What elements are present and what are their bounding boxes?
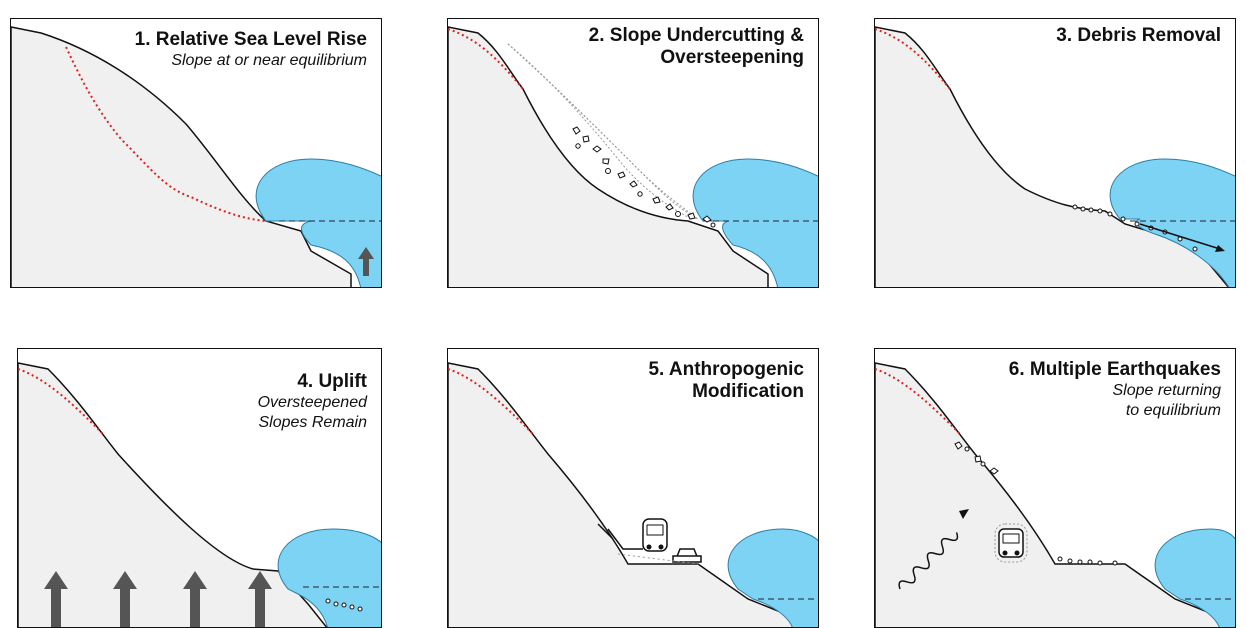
panel-4-subtitle: Oversteepened bbox=[257, 394, 367, 411]
panel-3-debris-removal: 3. Debris Removal bbox=[874, 18, 1236, 288]
rubble-icon bbox=[325, 598, 363, 612]
wave-icon bbox=[727, 528, 818, 627]
up-arrow-icon bbox=[358, 247, 374, 276]
panel-1-title-block: 1. Relative Sea Level Rise Slope at or n… bbox=[135, 29, 367, 71]
panel-2-title-line2: Oversteepening bbox=[660, 47, 804, 68]
ground-slope bbox=[875, 26, 1230, 287]
panel-6-multiple-earthquakes: 6. Multiple Earthquakes Slope returning … bbox=[874, 348, 1236, 628]
retaining-wall-icon bbox=[597, 523, 643, 550]
panel-6-title: 6. Multiple Earthquakes bbox=[1008, 359, 1221, 380]
rubble-icon bbox=[954, 441, 1118, 566]
panel-6-title-block: 6. Multiple Earthquakes Slope returning … bbox=[1009, 359, 1221, 421]
ground-slope bbox=[448, 26, 769, 287]
panel-3-diagram bbox=[875, 26, 1235, 287]
panel-4-diagram bbox=[18, 362, 381, 627]
panel-2-undercutting: 2. Slope Undercutting & Oversteepening bbox=[447, 18, 819, 288]
train-icon bbox=[642, 518, 668, 552]
road-line bbox=[617, 553, 699, 565]
panel-4-uplift: 4. Uplift Oversteepened Slopes Remain bbox=[17, 348, 382, 628]
panel-1-title: 1. Relative Sea Level Rise bbox=[134, 29, 367, 50]
wave-icon bbox=[255, 158, 381, 287]
ground-slope bbox=[448, 362, 818, 627]
panel-5-diagram bbox=[448, 362, 818, 627]
panel-1-subtitle: Slope at or near equilibrium bbox=[171, 52, 367, 69]
panel-6-subtitle: Slope returning bbox=[1112, 382, 1221, 399]
panel-4-title: 4. Uplift bbox=[297, 371, 367, 392]
original-slope-line bbox=[448, 368, 534, 435]
original-slope-line bbox=[448, 28, 524, 90]
panel-5-title-block: 5. Anthropogenic Modification bbox=[648, 359, 804, 403]
panel-6-diagram bbox=[875, 362, 1235, 627]
wave-icon bbox=[1154, 528, 1235, 627]
original-slope-line bbox=[65, 46, 267, 222]
panel-1-sea-level-rise: 1. Relative Sea Level Rise Slope at or n… bbox=[10, 18, 382, 288]
ground-slope bbox=[18, 362, 328, 627]
train-icon bbox=[994, 523, 1028, 563]
panel-4-title-block: 4. Uplift Oversteepened Slopes Remain bbox=[258, 371, 367, 433]
up-arrow-icon bbox=[44, 571, 272, 627]
original-slope-line bbox=[875, 28, 951, 90]
former-slope-lines bbox=[507, 43, 699, 220]
panel-3-title: 3. Debris Removal bbox=[1056, 25, 1221, 46]
ground-slope bbox=[875, 362, 1235, 627]
original-slope-line bbox=[18, 368, 104, 435]
panel-2-title-block: 2. Slope Undercutting & Oversteepening bbox=[589, 25, 804, 69]
panel-3-title-block: 3. Debris Removal bbox=[1056, 25, 1221, 47]
panel-1-diagram bbox=[11, 26, 381, 287]
arrow-icon bbox=[1139, 223, 1225, 252]
wave-icon bbox=[277, 528, 381, 627]
rubble-icon bbox=[572, 126, 716, 228]
panel-6-subtitle-line2: to equilibrium bbox=[1125, 402, 1221, 419]
wave-icon bbox=[692, 158, 818, 287]
car-icon bbox=[672, 548, 702, 563]
panel-5-title-line2: Modification bbox=[692, 381, 804, 402]
panel-2-title: 2. Slope Undercutting & bbox=[588, 25, 804, 46]
panel-2-diagram bbox=[448, 26, 818, 287]
panel-4-subtitle-line2: Slopes Remain bbox=[258, 414, 368, 431]
panel-5-title: 5. Anthropogenic bbox=[648, 359, 804, 380]
original-slope-line bbox=[875, 368, 961, 435]
seismic-wave-icon bbox=[898, 509, 969, 590]
panel-5-anthropogenic: 5. Anthropogenic Modification bbox=[447, 348, 819, 628]
wave-icon bbox=[1109, 158, 1235, 287]
